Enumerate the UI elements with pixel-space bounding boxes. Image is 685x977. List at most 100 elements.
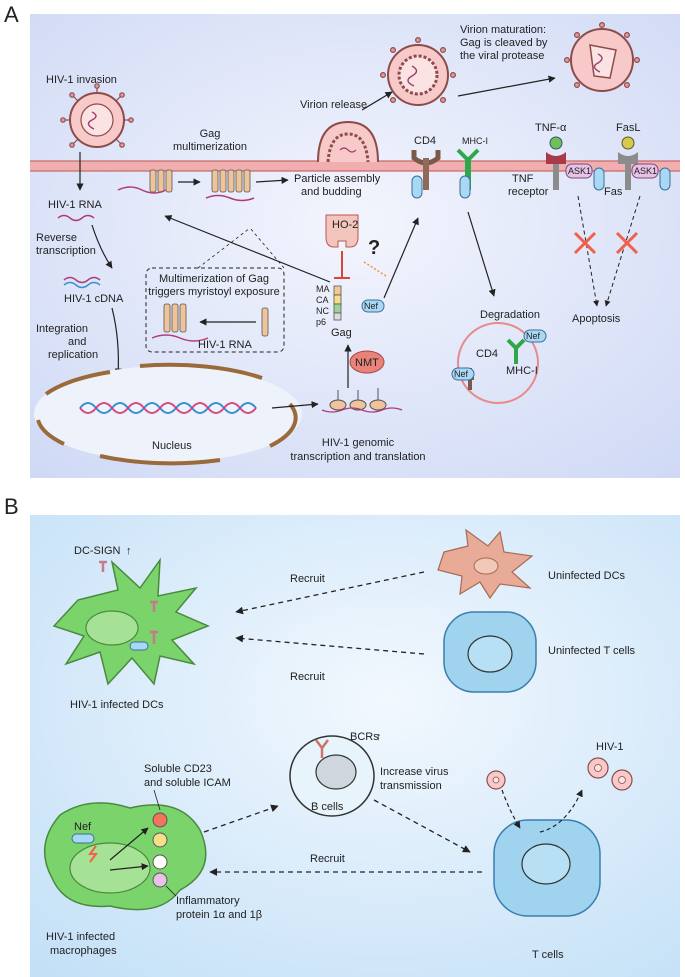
arrow-to-degradation: [467, 211, 496, 297]
bcr-receptor: [315, 739, 329, 758]
translation-complex: [321, 388, 403, 413]
inflammatory-dot-1: [152, 854, 168, 870]
block-x-fas: [615, 231, 639, 255]
arrow-bcell-to-tcell: [373, 799, 471, 853]
nef-mhc: [459, 175, 471, 199]
gag-polyprotein: [333, 285, 342, 321]
arrow-macrophage-protein: [109, 863, 149, 871]
budding-particle: [317, 120, 379, 163]
inflammatory-pointer: [165, 885, 177, 897]
particle-assembly-line-1: Particle assembly: [294, 173, 381, 185]
reverse-transcription-line-2: transcription: [36, 245, 96, 257]
fasl-label: FasL: [616, 122, 640, 134]
hiv-virion-mature: [563, 22, 640, 92]
nef-center-label: Nef: [364, 301, 379, 311]
arrow-tnf-apoptosis: [577, 195, 600, 307]
tnfa-label: TNF-α: [535, 122, 567, 134]
cd4-stalk: [423, 158, 429, 190]
arrow-nef-to-cd4: [383, 217, 419, 299]
arrow-virus-entering: [501, 789, 521, 829]
arrow-macrophage-to-bcell: [203, 804, 279, 833]
fas-receptor-stalk: [625, 164, 631, 190]
gag-multimerization-line-1: Gag: [200, 128, 221, 140]
gag-domain-nc: NC: [316, 306, 329, 316]
tnf-receptor-stalk: [553, 164, 559, 190]
arrow-gag-to-rna: [164, 215, 331, 283]
macrophage-nef: [71, 833, 95, 844]
soluble-pointer: [153, 789, 161, 811]
myristoyl-box-line-1: Multimerization of Gag: [159, 273, 269, 285]
myristoyl-box: [145, 267, 285, 353]
increase-line-2: transmission: [380, 780, 442, 792]
uninfected-dcs-label: Uninfected DCs: [548, 570, 626, 582]
recruit-dc-label: Recruit: [290, 573, 325, 585]
nmt-label: NMT: [355, 357, 379, 369]
dc-sign-receptor-3: [99, 560, 107, 572]
virion-maturation-line-3: the viral protease: [460, 50, 544, 62]
ask1-tnf-label: ASK1: [568, 166, 591, 176]
uninfected-tcells-label: Uninfected T cells: [548, 645, 636, 657]
arrow-cdna-to-nucleus: [111, 307, 122, 376]
gag-oligomer-large: [205, 169, 255, 202]
gag-oligomer-small: [117, 169, 173, 194]
nmt-enzyme: [349, 350, 385, 374]
lysosome: [457, 322, 539, 404]
gag-multimerization-line-2: multimerization: [173, 141, 247, 153]
arrow-macrophage-cd23: [109, 827, 149, 861]
tnf-receptor-line-2: receptor: [508, 186, 549, 198]
infected-dcs-label: HIV-1 infected DCs: [70, 699, 164, 711]
mhc-stalk: [465, 160, 471, 190]
soluble-icam-dot: [152, 832, 168, 848]
gag-domain-p6: p6: [316, 317, 326, 327]
bcrs-arrow: ↑: [376, 731, 382, 743]
b-cell-nucleus: [315, 754, 357, 790]
soluble-line-1: Soluble CD23: [144, 763, 212, 775]
increase-line-1: Increase virus: [380, 766, 449, 778]
inflammatory-line-2: protein 1α and 1β: [176, 909, 262, 921]
dc-sign-receptor-2: [150, 600, 158, 612]
arrow-nucleus-to-genomic: [271, 400, 319, 409]
virion-maturation-line-2: Gag is cleaved by: [460, 37, 548, 49]
hiv-particle-released-2: [611, 769, 633, 791]
virion-maturation-line-1: Virion maturation:: [460, 24, 546, 36]
bcrs-label: BCRs: [350, 731, 379, 743]
inflammatory-line-1: Inflammatory: [176, 895, 240, 907]
inflammatory-dot-2: [152, 872, 168, 888]
soluble-line-2: and soluble ICAM: [144, 777, 231, 789]
gag-monomer-box: [261, 307, 269, 337]
nef-degraded-1-label: Nef: [454, 369, 469, 379]
nef-degraded-1: [451, 367, 475, 381]
tnf-receptor-line-1: TNF: [512, 173, 534, 185]
dc-sign-arrow: ↑: [126, 545, 132, 557]
myristoyl-box-line-2: triggers myristoyl exposure: [148, 286, 279, 298]
cdna-strand-2: [63, 281, 101, 289]
t-cells-label: T cells: [532, 949, 564, 961]
arrow-recruit-tcell: [235, 634, 425, 655]
nef-tnf: [593, 167, 605, 191]
genomic-line-2: transcription and translation: [290, 451, 425, 463]
mhc-label: MHC-I: [462, 136, 488, 146]
macrophage-nucleus: [69, 842, 151, 894]
hiv-particle-released-1: [587, 757, 609, 779]
cdna-strand: [63, 276, 101, 284]
uninfected-dc-nucleus: [473, 557, 499, 575]
zoom-line-1: [197, 227, 251, 269]
panel-a-label: A: [4, 2, 19, 27]
arrow-rna-to-cdna: [91, 224, 113, 269]
arrow-to-assembly: [255, 176, 289, 184]
hiv1-label: HIV-1: [596, 741, 624, 753]
hiv-virion-released: [380, 36, 457, 106]
nef-fas: [659, 167, 671, 191]
arrow-fas-apoptosis: [604, 195, 641, 307]
gag-exposed-cluster: [151, 303, 209, 342]
arrow-release: [361, 91, 393, 111]
fas-receptor: [618, 152, 638, 164]
macrophages-line-2: macrophages: [50, 945, 117, 957]
dc-sign-label: DC-SIGN: [74, 545, 121, 557]
ho2-protein: [325, 214, 359, 248]
ho2-uncertain-link: [363, 261, 387, 277]
particle-assembly-line-2: and budding: [301, 186, 362, 198]
recruit-macrophage-label: Recruit: [310, 853, 345, 865]
mhc-degraded-label: MHC-I: [506, 365, 538, 377]
